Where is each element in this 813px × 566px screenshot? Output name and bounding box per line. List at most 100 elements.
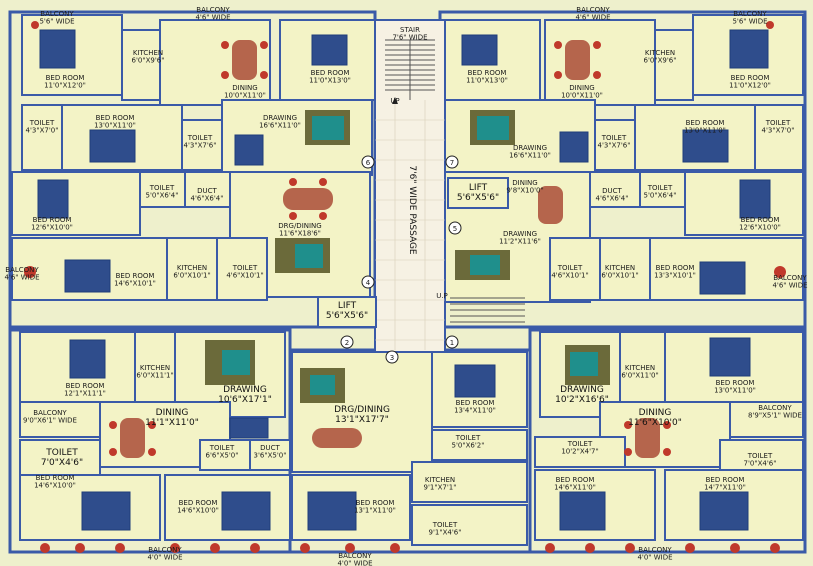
bed-icon [234, 134, 264, 166]
flat-number: 1 [450, 339, 454, 347]
table-icon [635, 418, 660, 458]
table-icon [312, 428, 362, 448]
bed-icon [682, 129, 729, 163]
bed-icon [559, 131, 589, 163]
sofa-icon [477, 116, 509, 140]
arrow-up-icon [392, 97, 398, 104]
sofa-icon [310, 375, 335, 395]
chairs [24, 21, 786, 553]
flat-number: 6 [366, 159, 371, 167]
bed-icon [81, 491, 131, 531]
flat-number: 4 [366, 279, 371, 287]
bed-icon [729, 29, 769, 69]
flat-number: 7 [450, 159, 454, 167]
bed-icon [699, 491, 749, 531]
central-core [317, 19, 525, 353]
label-up1: UP [390, 97, 399, 105]
label-up2: U.P [436, 292, 448, 300]
table-icon [120, 418, 145, 458]
bed-icon [229, 417, 269, 439]
lift-left-box [317, 296, 377, 328]
bed-icon [739, 179, 771, 219]
sofa-icon [295, 244, 323, 268]
bed-icon [89, 129, 136, 163]
flat-number: 5 [453, 225, 457, 233]
flat-number: 3 [390, 354, 394, 362]
lift-right-box [447, 177, 509, 209]
bed-icon [64, 259, 111, 293]
dining-tables [120, 40, 660, 458]
sofa-icon [222, 350, 250, 375]
table-icon [232, 40, 257, 80]
flat-number: 2 [345, 339, 349, 347]
bed-icon [69, 339, 106, 379]
bed-icon [461, 34, 498, 66]
bed-icon [699, 261, 746, 295]
label-passage: 7'6" WIDE PASSAGE [407, 165, 417, 255]
table-icon [565, 40, 590, 80]
bed-icon [454, 364, 496, 398]
bed-icon [221, 491, 271, 531]
bed-icon [709, 337, 751, 377]
sofas [205, 110, 610, 403]
beds [37, 29, 771, 531]
stair-treads [385, 39, 435, 100]
lower-stair-treads [450, 297, 525, 323]
